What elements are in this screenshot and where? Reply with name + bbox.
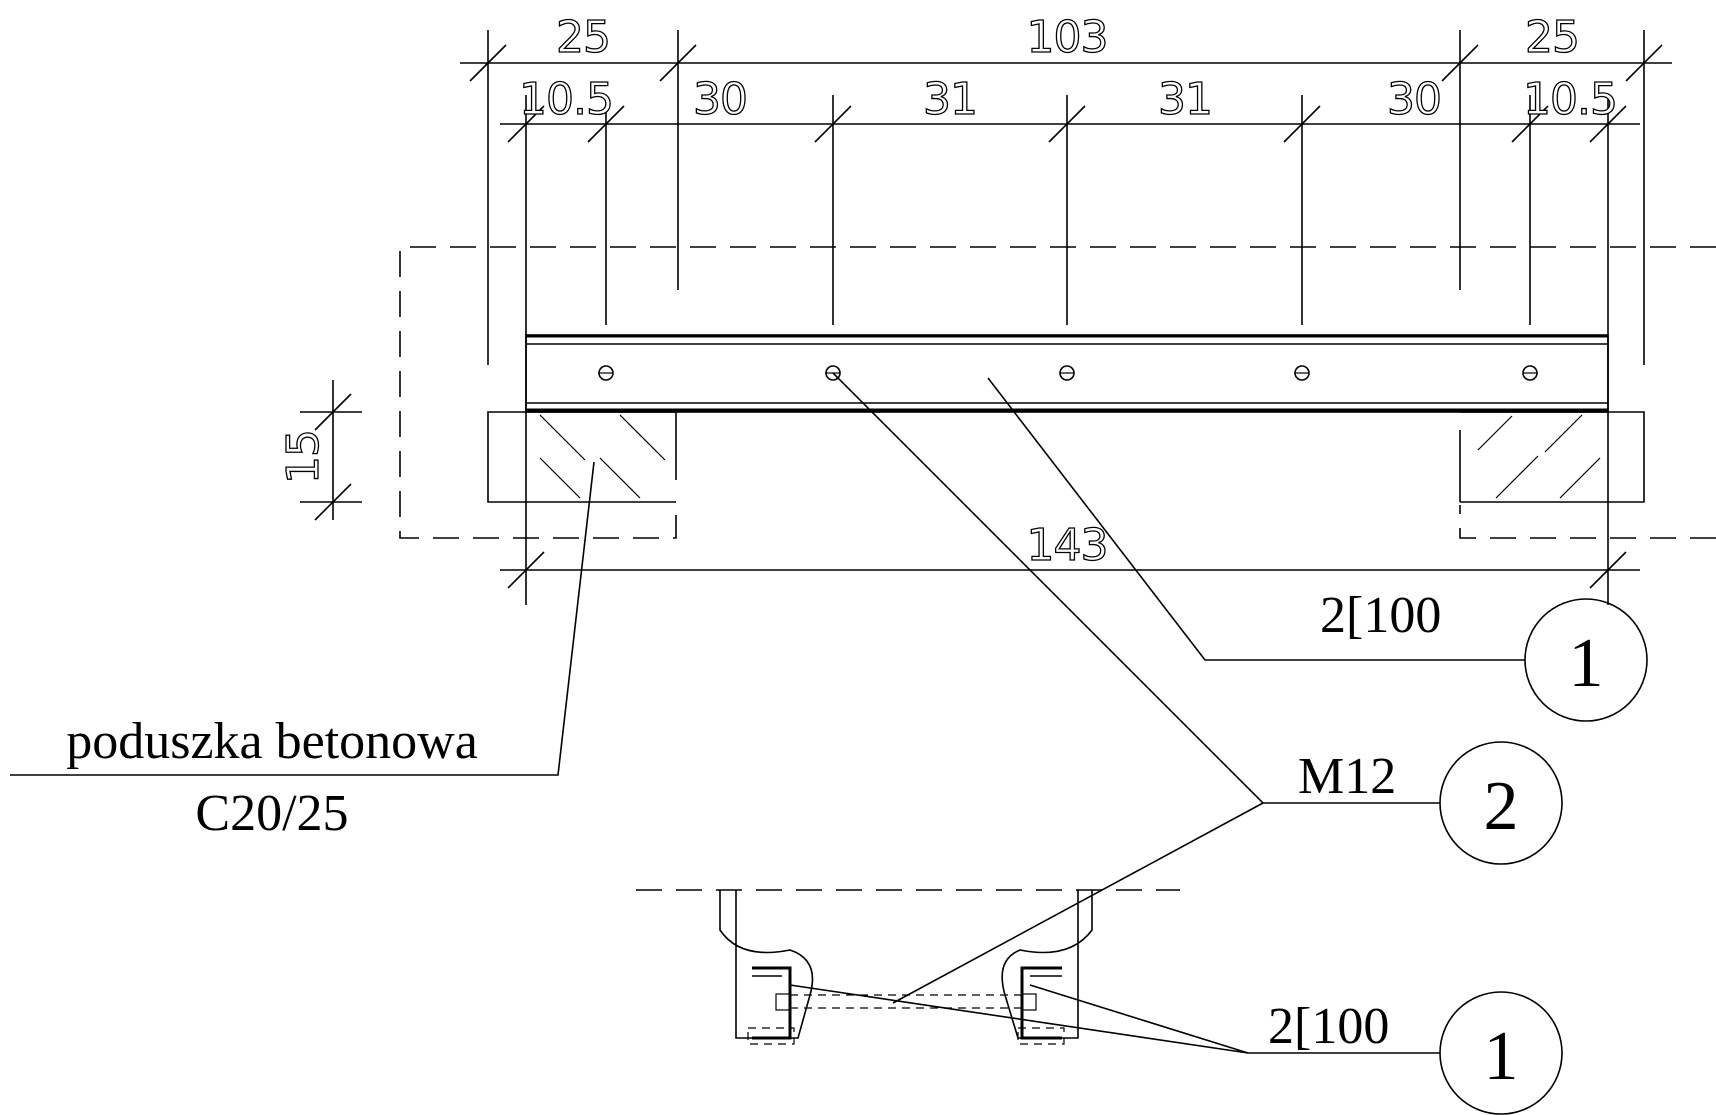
dim-second-1: 10.5 bbox=[519, 74, 613, 125]
dimension-lines bbox=[300, 30, 1672, 605]
concrete-pad-left bbox=[487, 411, 677, 503]
channel-beam bbox=[525, 334, 1609, 413]
beam-mark-circle bbox=[1524, 598, 1648, 722]
callout-section-channel: 2[100 1 bbox=[1268, 991, 1563, 1115]
concrete-class-label: C20/25 bbox=[195, 785, 348, 842]
dim-second-2: 30 bbox=[693, 74, 747, 125]
bolt-mark-circle bbox=[1439, 741, 1563, 865]
dim-top-left: 25 bbox=[556, 12, 610, 63]
dimension-values: 25 103 25 10.5 30 31 31 30 10.5 143 15 bbox=[277, 11, 1618, 571]
bolt-3 bbox=[1059, 365, 1075, 381]
dim-top-right: 25 bbox=[1525, 12, 1579, 63]
leader-lines bbox=[10, 372, 1525, 1054]
callout-bolt: M12 2 bbox=[1298, 741, 1563, 865]
dim-overall: 143 bbox=[1027, 520, 1108, 571]
section-detail bbox=[719, 890, 1093, 1045]
section-mark-number: 1 bbox=[1484, 1018, 1519, 1095]
callout-beam: 2[100 1 bbox=[1320, 587, 1648, 722]
beam-profile-label: 2[100 bbox=[1320, 587, 1441, 644]
bolt-mark-number: 2 bbox=[1484, 768, 1519, 845]
dashed-outlines bbox=[399, 246, 1716, 891]
section-profile-label: 2[100 bbox=[1268, 998, 1389, 1055]
bolt-1 bbox=[598, 365, 614, 381]
dim-pad-height: 15 bbox=[278, 430, 329, 484]
bolts bbox=[598, 365, 1538, 381]
dim-second-3: 31 bbox=[923, 74, 977, 125]
dim-second-5: 30 bbox=[1387, 74, 1441, 125]
dim-second-4: 31 bbox=[1158, 74, 1212, 125]
callout-concrete-pad: poduszka betonowa C20/25 bbox=[66, 713, 478, 842]
section-mark-circle bbox=[1439, 991, 1563, 1115]
dim-second-6: 10.5 bbox=[1523, 74, 1617, 125]
beam-mark-number: 1 bbox=[1569, 625, 1604, 702]
dim-top-middle: 103 bbox=[1027, 12, 1108, 63]
bolt-5 bbox=[1522, 365, 1538, 381]
bolt-size-label: M12 bbox=[1298, 748, 1396, 805]
concrete-pad-right bbox=[1459, 411, 1645, 503]
bolt-4 bbox=[1294, 365, 1310, 381]
concrete-pad-label: poduszka betonowa bbox=[66, 713, 478, 770]
